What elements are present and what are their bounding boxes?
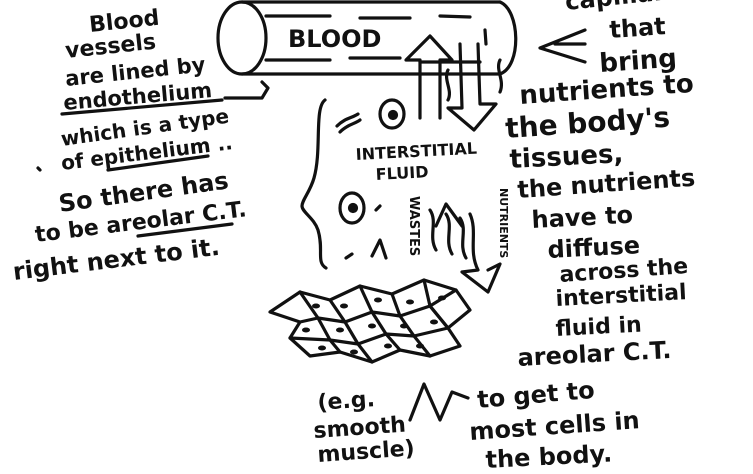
nutrients-down-arrow-icon xyxy=(462,214,500,292)
right-line: that xyxy=(608,12,666,44)
interstitial-label: INTERSTITIAL xyxy=(355,139,477,164)
down-arrow-icon xyxy=(448,44,496,130)
pointer-hook xyxy=(225,82,268,98)
right-line: areolar C.T. xyxy=(517,336,672,372)
nutrients-label: NUTRIENTS xyxy=(497,188,510,258)
example-note: (e.g. smooth muscle) xyxy=(313,387,416,468)
left-arrow-icon xyxy=(540,30,585,62)
right-line: the body. xyxy=(485,439,613,474)
left-note: Blood vessels are lined by endothelium w… xyxy=(11,6,248,286)
vessel-label: BLOOD xyxy=(288,25,381,53)
fluid-label: FLUID xyxy=(375,162,429,184)
smooth-muscle-cell-icon xyxy=(410,384,468,420)
right-line: to get to xyxy=(476,376,596,414)
wastes-label: WASTES xyxy=(406,196,421,256)
up-arrow-icon xyxy=(406,36,452,118)
cell-sheet-icon xyxy=(270,280,470,362)
example-line: (e.g. xyxy=(317,387,376,416)
brace xyxy=(302,100,326,268)
right-line: have to xyxy=(531,201,634,234)
